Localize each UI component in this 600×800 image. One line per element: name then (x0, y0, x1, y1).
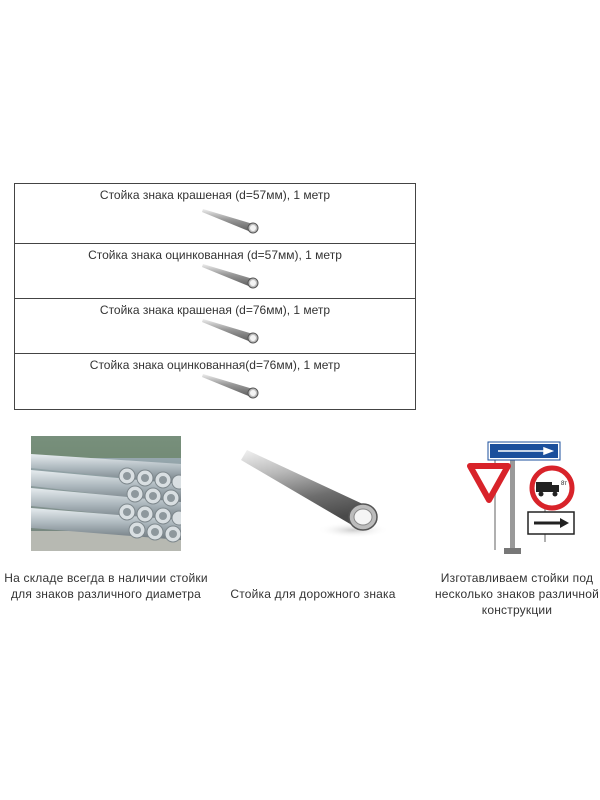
product-row[interactable]: Стойка знака крашеная (d=76мм), 1 метр (15, 299, 415, 354)
road-signs-post: 8т (467, 441, 575, 554)
product-label[interactable]: Стойка знака крашеная (d=57мм), 1 метр (99, 188, 331, 202)
pipes-stack-photo (31, 436, 181, 551)
truck-plate-text: 8т (561, 481, 567, 487)
feature-caption: На складе всегда в наличии стойки для зн… (4, 571, 208, 601)
feature-caption: Стойка для дорожного знака (230, 587, 396, 601)
product-label[interactable]: Стойка знака оцинкованная (d=57мм), 1 ме… (88, 248, 342, 262)
feature-caption: Изготавливаем стойки под несколько знако… (434, 571, 600, 617)
pipe-icon (202, 374, 259, 399)
pipe-photo (241, 450, 389, 538)
product-row[interactable]: Стойка знака оцинкованная (d=57мм), 1 ме… (15, 244, 415, 299)
product-row[interactable]: Стойка знака оцинкованная(d=76мм), 1 мет… (15, 354, 415, 409)
pipe-icon (202, 264, 259, 289)
product-label[interactable]: Стойка знака крашеная (d=76мм), 1 метр (99, 303, 331, 317)
product-label[interactable]: Стойка знака оцинкованная(d=76мм), 1 мет… (89, 358, 341, 372)
feature-pipe: Стойка для дорожного знака (223, 436, 403, 601)
product-table: Стойка знака крашеная (d=57мм), 1 метр С… (14, 183, 416, 410)
feature-stock: На складе всегда в наличии стойки для зн… (4, 436, 208, 601)
product-row[interactable]: Стойка знака крашеная (d=57мм), 1 метр (15, 184, 415, 244)
pipe-icon (202, 209, 259, 234)
feature-construction: 8т Изготавливаем стойки под несколько зн… (425, 436, 600, 617)
pipe-icon (202, 319, 259, 344)
